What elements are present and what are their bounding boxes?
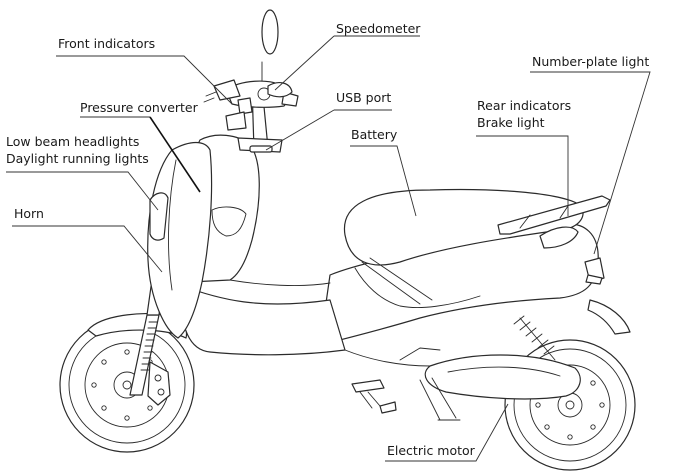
label-speedometer: Speedometer xyxy=(336,21,421,36)
label-usb-port: USB port xyxy=(336,90,392,105)
mirror xyxy=(261,9,279,91)
rear-light xyxy=(539,226,579,249)
rear-hugger xyxy=(587,299,631,335)
center-stand xyxy=(419,377,461,421)
speedometer-unit xyxy=(267,82,293,98)
seat xyxy=(343,188,584,266)
motor-housing xyxy=(424,354,581,400)
front-brake-caliper xyxy=(147,361,171,406)
grab-rail xyxy=(497,195,611,235)
glove-box xyxy=(211,206,247,237)
label-electric-motor: Electric motor xyxy=(387,443,475,458)
tail-tip xyxy=(585,274,603,285)
label-battery: Battery xyxy=(351,127,398,142)
front-wheel xyxy=(59,317,195,453)
front-light xyxy=(149,192,169,241)
label-rear-indicators: Rear indicators xyxy=(477,98,572,113)
label-brake-light: Brake light xyxy=(477,115,545,130)
front-apron xyxy=(147,141,213,339)
label-daylight-running-lights: Daylight running lights xyxy=(6,151,149,166)
footrest xyxy=(351,379,385,393)
label-low-beam-headlights: Low beam headlights xyxy=(6,134,140,149)
label-pressure-converter: Pressure converter xyxy=(80,100,198,115)
usb-port-socket xyxy=(249,145,273,153)
label-horn: Horn xyxy=(14,206,44,221)
leader-lines xyxy=(6,35,651,462)
label-number-plate-light: Number-plate light xyxy=(532,54,650,69)
label-front-indicators: Front indicators xyxy=(58,36,156,51)
rear-shock xyxy=(513,315,556,361)
footboard xyxy=(179,284,346,356)
